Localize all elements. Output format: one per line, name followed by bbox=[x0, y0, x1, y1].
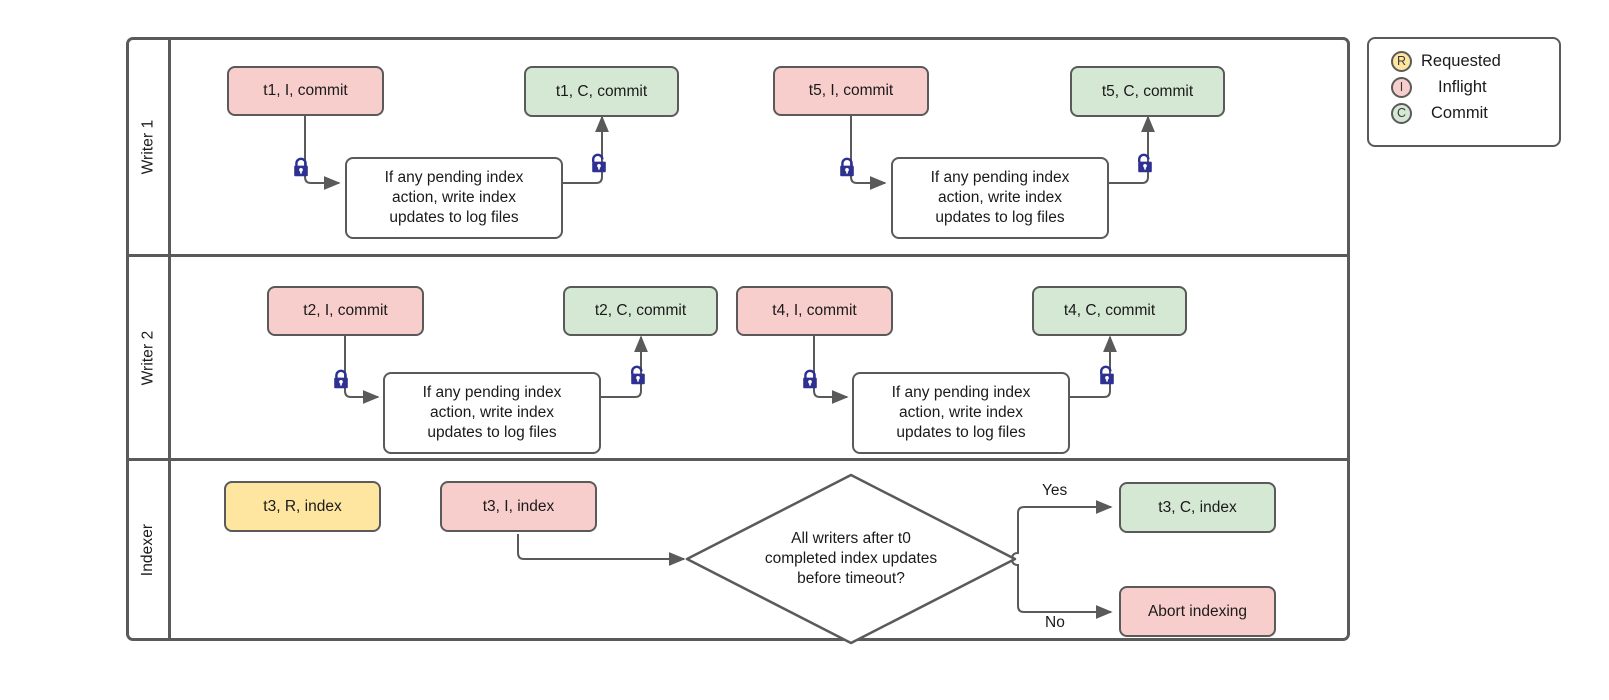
node-t3-c[interactable]: t3, C, index bbox=[1119, 482, 1276, 533]
lock-open-icon bbox=[1138, 153, 1152, 173]
lock-closed-icon bbox=[334, 369, 348, 389]
legend-item-inflight: I Inflight bbox=[1391, 74, 1559, 100]
lock-open-icon bbox=[592, 153, 606, 173]
legend-item-commit: C Commit bbox=[1391, 100, 1559, 126]
node-t2-i[interactable]: t2, I, commit bbox=[267, 286, 424, 336]
node-t2-c[interactable]: t2, C, commit bbox=[563, 286, 718, 336]
lane-header-indexer: Indexer bbox=[129, 461, 171, 638]
writer-2-connectors bbox=[344, 328, 1117, 404]
node-label: t3, C, index bbox=[1158, 498, 1237, 516]
legend-label-inflight: Inflight bbox=[1438, 77, 1487, 96]
writer-1-connectors bbox=[304, 108, 1155, 190]
lane-label-writer-2: Writer 2 bbox=[139, 330, 157, 385]
inflight-badge-icon: I bbox=[1391, 76, 1412, 98]
lock-closed-icon bbox=[840, 157, 854, 177]
legend-label-commit: Commit bbox=[1431, 103, 1488, 122]
commit-badge-icon: C bbox=[1391, 102, 1412, 124]
lock-open-icon bbox=[631, 365, 645, 385]
node-label: t3, R, index bbox=[263, 497, 342, 515]
node-label: t3, I, index bbox=[482, 497, 555, 515]
lane-header-writer-1: Writer 1 bbox=[129, 40, 171, 254]
lock-open-icon bbox=[1100, 365, 1114, 385]
node-t1-i[interactable]: t1, I, commit bbox=[227, 66, 384, 116]
lane-label-writer-1: Writer 1 bbox=[139, 119, 157, 175]
lock-closed-icon bbox=[294, 157, 308, 177]
node-label: t1, I, commit bbox=[263, 82, 348, 100]
node-label: Abort indexing bbox=[1147, 602, 1248, 620]
decision-diamond[interactable] bbox=[171, 461, 1350, 645]
node-label: t1, C, commit bbox=[555, 82, 648, 100]
lock-closed-icon bbox=[803, 369, 817, 389]
node-label: t5, I, commit bbox=[808, 82, 894, 100]
node-t3-r[interactable]: t3, R, index bbox=[224, 481, 381, 532]
lane-label-indexer: Indexer bbox=[139, 523, 157, 576]
legend-label-requested: Requested bbox=[1421, 51, 1501, 70]
lane-writer-2: Writer 2 t2, I, commit bbox=[129, 254, 1347, 458]
node-t4-c[interactable]: t4, C, commit bbox=[1032, 286, 1187, 336]
lane-writer-1: Writer 1 bbox=[129, 40, 1347, 254]
lane-header-writer-2: Writer 2 bbox=[129, 257, 171, 458]
node-label: t4, C, commit bbox=[1063, 302, 1156, 320]
node-t4-i[interactable]: t4, I, commit bbox=[736, 286, 893, 336]
legend-panel: R Requested I Inflight C Commit bbox=[1367, 37, 1561, 147]
legend-item-requested: R Requested bbox=[1391, 48, 1559, 74]
node-label: t4, I, commit bbox=[772, 302, 857, 320]
node-label: t2, I, commit bbox=[303, 302, 388, 320]
requested-badge-icon: R bbox=[1391, 50, 1412, 72]
node-label: t2, C, commit bbox=[594, 302, 687, 320]
node-t5-c[interactable]: t5, C, commit bbox=[1070, 66, 1225, 117]
node-label: t5, C, commit bbox=[1101, 82, 1194, 100]
node-t5-i[interactable]: t5, I, commit bbox=[773, 66, 929, 116]
node-abort-indexing[interactable]: Abort indexing bbox=[1119, 586, 1276, 637]
edge-label-no: No bbox=[1045, 614, 1065, 631]
lane-indexer: Indexer bbox=[129, 458, 1350, 645]
node-t1-c[interactable]: t1, C, commit bbox=[524, 66, 679, 117]
edge-label-yes: Yes bbox=[1042, 482, 1068, 499]
node-t3-i[interactable]: t3, I, index bbox=[440, 481, 597, 532]
swimlane-container: Writer 1 bbox=[126, 37, 1350, 645]
